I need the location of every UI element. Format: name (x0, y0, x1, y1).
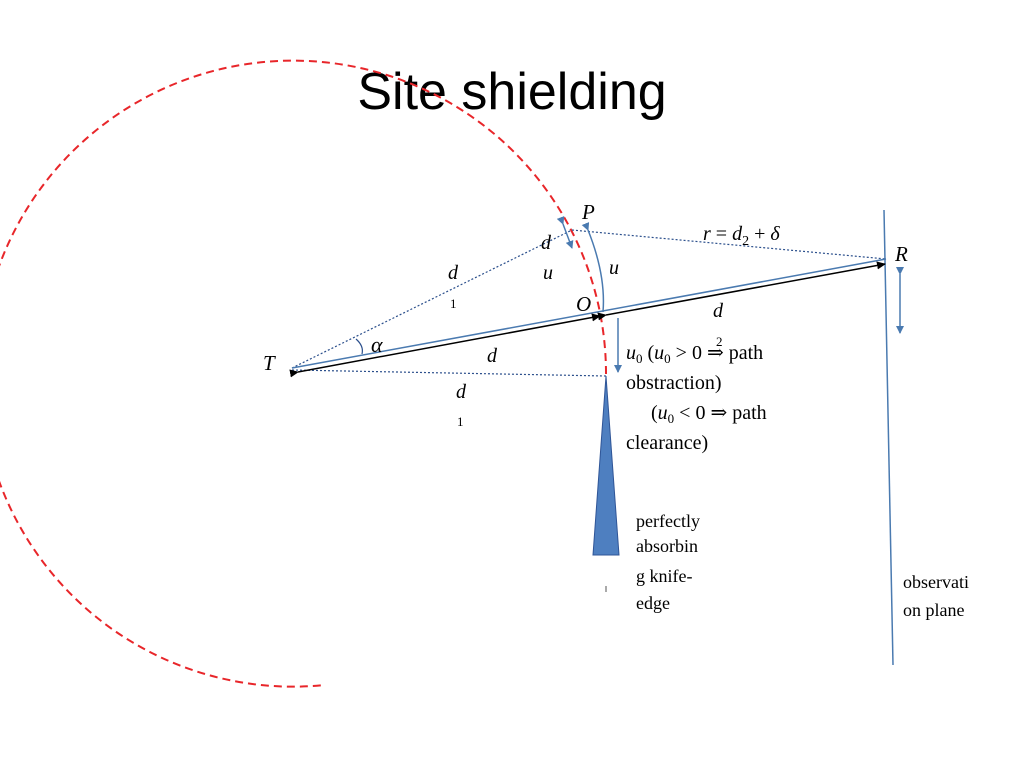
u0-condition-line3: (u0 < 0 ⇒ path (651, 402, 767, 426)
u0-condition-line2: obstraction) (626, 372, 722, 394)
label-du-u: u (543, 262, 553, 284)
knife-edge-label-1: perfectly (636, 511, 700, 531)
label-R: R (894, 242, 908, 266)
label-u: u (609, 257, 619, 279)
label-P: P (581, 200, 595, 224)
knife-edge-label-4: edge (636, 593, 670, 613)
observation-plane-line (883, 209, 894, 666)
dotted-line-T-edge (291, 369, 607, 377)
alpha-angle-arc (355, 338, 363, 355)
observation-plane-label-1: observati (903, 572, 969, 592)
arrow-d (289, 313, 601, 378)
label-d2: d (713, 300, 724, 322)
label-d1-lower-sub: 1 (457, 414, 464, 429)
u0-condition-line4: clearance) (626, 432, 708, 454)
slide-title: Site shielding (357, 63, 667, 121)
label-d2-sub: 2 (716, 334, 723, 349)
label-du-d: d (541, 232, 552, 254)
knife-edge-shape (592, 375, 620, 556)
wavefront-circle (0, 59, 607, 688)
label-d1-lower: d (456, 381, 467, 403)
label-d1-upper-sub: 1 (450, 296, 457, 311)
label-d: d (487, 345, 498, 367)
arrow-u (581, 222, 605, 313)
label-d1-upper: d (448, 262, 459, 284)
dotted-line-P-R (571, 229, 887, 260)
label-alpha: α (371, 332, 383, 357)
u0-condition-line1: u0 (u0 > 0 ⇒ path (626, 342, 763, 366)
knife-edge-label-2: absorbin (636, 536, 698, 556)
label-T: T (263, 351, 276, 375)
label-O: O (576, 292, 591, 316)
label-r-equation: r = d2 + δ (703, 223, 780, 249)
observation-plane-label-2: on plane (903, 600, 964, 620)
arrow-du (556, 216, 574, 249)
arrow-d2 (597, 261, 886, 321)
knife-edge-label-3: g knife- (636, 566, 692, 586)
